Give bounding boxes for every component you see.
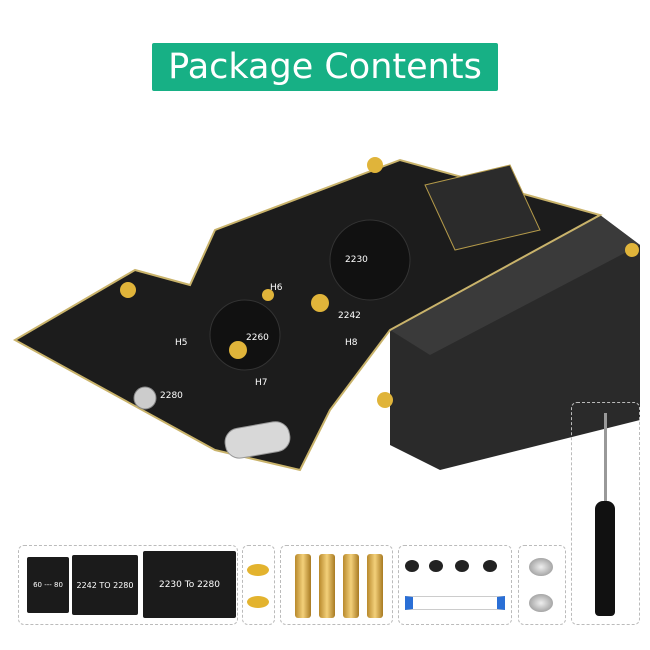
board-label: H6: [270, 283, 283, 293]
large-screws-box: [518, 545, 566, 625]
package-contents-banner: Package Contents: [152, 43, 498, 91]
board-label: H7: [255, 378, 268, 388]
board-label: H5: [175, 338, 188, 348]
m2-connector: [424, 164, 541, 251]
plates-box: 60 --- 80 2242 TO 2280 2230 To 2280: [18, 545, 238, 625]
screw-icon: [455, 560, 469, 572]
product-board-image: 2230 2242 2260 2280 H5 H6 H7 H8: [12, 157, 640, 472]
board-label: 2230: [345, 255, 368, 265]
large-screw-icon: [529, 594, 553, 612]
board-label: 2280: [160, 391, 183, 401]
brass-standoff-icon: [295, 554, 311, 618]
ffc-cable-icon: [405, 596, 505, 610]
brass-standoff-icon: [343, 554, 359, 618]
board-label: H8: [345, 338, 358, 348]
plate-2242-2280: 2242 TO 2280: [72, 555, 138, 615]
screw-icon: [429, 560, 443, 572]
gpio-header: [390, 215, 640, 470]
large-screw-icon: [529, 558, 553, 576]
standoffs-box: [280, 545, 393, 625]
board-label: 2260: [246, 333, 269, 343]
plate-2230-2280: 2230 To 2280: [143, 551, 236, 618]
plate-60-80: 60 --- 80: [27, 557, 69, 613]
screws-cable-box: [398, 545, 512, 625]
screw-icon: [405, 560, 419, 572]
fan-2: [329, 219, 411, 301]
brass-standoff-icon: [367, 554, 383, 618]
banner-title: Package Contents: [168, 47, 482, 87]
screwdriver-shaft: [604, 413, 607, 503]
screwdriver-handle: [595, 501, 615, 616]
magnet-pad-icon: [247, 596, 269, 608]
screw-icon: [483, 560, 497, 572]
magnet-pad-icon: [247, 564, 269, 576]
board-label: 2242: [338, 311, 361, 321]
fan-1: [209, 299, 281, 371]
screwdriver-box: [571, 402, 640, 625]
magnet-box: [242, 545, 275, 625]
brass-standoff-icon: [319, 554, 335, 618]
usb-c-port: [224, 421, 291, 459]
